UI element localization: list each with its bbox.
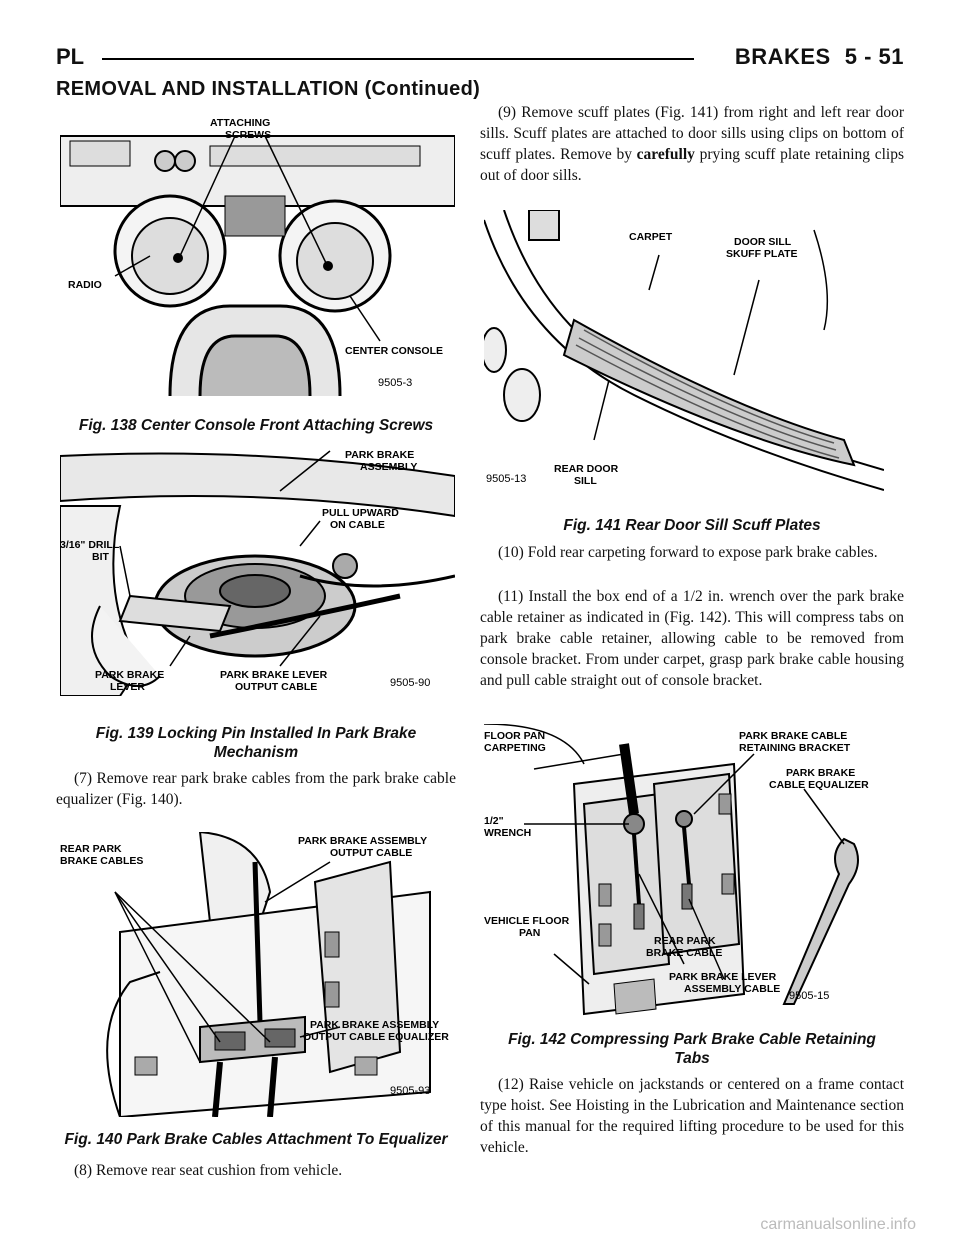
fig139-label-drill-1: 3/16" DRILL [60, 539, 120, 551]
fig140-label-equalizer-2: OUTPUT CABLE EQUALIZER [303, 1031, 449, 1043]
figure-142-caption-line-1: Fig. 142 Compressing Park Brake Cable Re… [508, 1031, 876, 1048]
header-right: BRAKES 5 - 51 [721, 44, 904, 70]
header-page-number: 5 - 51 [844, 44, 904, 69]
fig142-label-wrench-1: 1/2" [484, 815, 504, 827]
fig142-label-retaining-bracket-1: PARK BRAKE CABLE [739, 730, 847, 742]
fig139-label-drill-2: BIT [92, 551, 110, 563]
fig139-label-lever-output-1: PARK BRAKE LEVER [220, 669, 328, 681]
fig141-label-rear-door-sill-1: REAR DOOR [554, 463, 619, 475]
fig140-code: 9505-93 [390, 1085, 430, 1097]
figure-140-caption: Fig. 140 Park Brake Cables Attachment To… [64, 1131, 448, 1148]
fig142-label-floor-pan-1: FLOOR PAN [484, 730, 545, 742]
figure-139-caption-line-1: Fig. 139 Locking Pin Installed In Park B… [95, 725, 417, 742]
fig141-label-carpet: CARPET [629, 231, 673, 243]
fig141-label-rear-door-sill-2: SILL [574, 475, 597, 487]
fig141-code: 9505-13 [486, 473, 526, 485]
figure-142-caption: Fig. 142 Compressing Park Brake Cable Re… [480, 1030, 904, 1068]
figure-139-illustration: PARK BRAKE ASSEMBLY PULL UPWARD ON CABLE… [60, 446, 455, 696]
fig139-label-lever-output-2: OUTPUT CABLE [235, 681, 317, 693]
fig140-label-rear-park-2: BRAKE CABLES [60, 855, 143, 867]
fig142-label-wrench-2: WRENCH [484, 827, 531, 839]
fig138-label-center-console: CENTER CONSOLE [345, 345, 443, 357]
figure-138-caption: Fig. 138 Center Console Front Attaching … [78, 417, 434, 434]
figure-142-caption-line-2: Tabs [674, 1050, 710, 1067]
step-9-part-2: prying scuff plate retaining clips out o… [480, 146, 904, 184]
step-7: (7) Remove rear park brake cables from t… [56, 770, 456, 808]
fig142-label-retaining-bracket-2: RETAINING BRACKET [739, 742, 851, 754]
figure-142-illustration: FLOOR PAN CARPETING 1/2" WRENCH PARK BRA… [484, 724, 884, 1019]
fig141-label-door-sill-1: DOOR SILL [734, 236, 792, 248]
fig139-code: 9505-90 [390, 677, 430, 689]
fig138-code: 9505-3 [378, 377, 412, 389]
step-9-bold: carefully [636, 146, 695, 163]
fig141-label-door-sill-2: SKUFF PLATE [726, 248, 798, 260]
header-rule [102, 58, 694, 60]
fig142-label-lever-assembly-2: ASSEMBLY CABLE [684, 983, 780, 995]
figure-139-caption-line-2: Mechanism [213, 744, 299, 761]
figure-138-illustration: ATTACHING SCREWS RADIO CENTER CONSOLE 95… [60, 106, 455, 396]
fig142-label-vehicle-floor-1: VEHICLE FLOOR [484, 915, 570, 927]
fig142-code: 9505-15 [789, 990, 829, 1002]
fig139-label-pull-upward-1: PULL UPWARD [322, 507, 399, 519]
figure-139-caption: Fig. 139 Locking Pin Installed In Park B… [56, 724, 456, 762]
fig139-label-park-brake-lever-1: PARK BRAKE [95, 669, 164, 681]
fig142-label-lever-assembly-1: PARK BRAKE LEVER [669, 971, 777, 983]
figure-141-illustration: CARPET DOOR SILL SKUFF PLATE REAR DOOR S… [484, 210, 884, 500]
fig142-label-cable-equalizer-2: CABLE EQUALIZER [769, 779, 869, 791]
page-header: PL BRAKES 5 - 51 [56, 40, 904, 80]
fig138-label-radio: RADIO [68, 279, 102, 291]
fig139-label-park-brake-assembly-2: ASSEMBLY [360, 461, 417, 473]
fig138-label-screws: SCREWS [225, 129, 271, 141]
step-10: (10) Fold rear carpeting forward to expo… [498, 544, 878, 561]
fig138-label-attaching: ATTACHING [210, 117, 270, 129]
header-vehicle-code: PL [56, 44, 85, 69]
step-9-part-1: (9) Remove scuff plates (Fig. 141) from … [480, 104, 904, 163]
step-11: (11) Install the box end of a 1/2 in. wr… [480, 588, 904, 689]
fig140-label-equalizer-1: PARK BRAKE ASSEMBLY [310, 1019, 439, 1031]
step-12: (12) Raise vehicle on jackstands or cent… [480, 1076, 904, 1156]
fig139-label-pull-upward-2: ON CABLE [330, 519, 385, 531]
step-8: (8) Remove rear seat cushion from vehicl… [74, 1162, 343, 1179]
fig142-label-vehicle-floor-2: PAN [519, 927, 540, 939]
fig142-label-floor-pan-2: CARPETING [484, 742, 546, 754]
figure-141-caption: Fig. 141 Rear Door Sill Scuff Plates [563, 517, 821, 534]
fig139-label-park-brake-assembly-1: PARK BRAKE [345, 449, 414, 461]
fig140-label-output-cable-2: OUTPUT CABLE [330, 847, 412, 859]
footer-watermark: carmanualsonline.info [760, 1216, 916, 1233]
fig140-label-output-cable-1: PARK BRAKE ASSEMBLY [298, 835, 427, 847]
fig142-label-rear-park-cable-1: REAR PARK [654, 935, 716, 947]
figure-140-illustration: REAR PARK BRAKE CABLES PARK BRAKE ASSEMB… [60, 832, 455, 1117]
fig142-label-rear-park-cable-2: BRAKE CABLE [646, 947, 722, 959]
header-section: BRAKES [734, 44, 831, 69]
fig140-label-rear-park-1: REAR PARK [60, 843, 122, 855]
fig142-label-cable-equalizer-1: PARK BRAKE [786, 767, 855, 779]
step-9: (9) Remove scuff plates (Fig. 141) from … [480, 102, 904, 186]
section-title: REMOVAL AND INSTALLATION (Continued) [56, 78, 481, 100]
fig139-label-park-brake-lever-2: LEVER [110, 681, 145, 693]
